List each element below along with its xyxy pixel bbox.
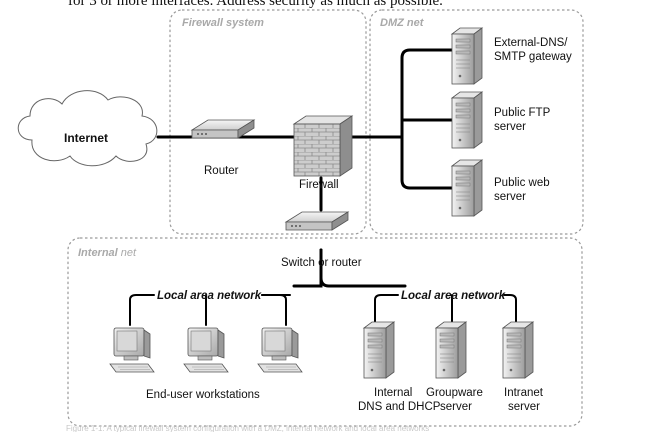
firewall-zone: Firewall system — [169, 9, 367, 235]
public-ftp-server: Public FTP server — [451, 91, 551, 149]
switch-router: Switch or router — [281, 211, 362, 269]
lan-right-bus-left — [374, 294, 399, 323]
caption-bottom: Figure 1-1: A typical firewall system co… — [66, 424, 429, 432]
groupware-label-line1: Groupware — [426, 387, 483, 399]
firewall-zone-title: Firewall system — [182, 17, 264, 29]
dmz-trunk-down — [400, 135, 454, 190]
workstation-1 — [109, 327, 155, 373]
internal-dns-label-line1: Internal — [374, 387, 412, 399]
switch-label: Switch or router — [281, 257, 362, 269]
lan-right-label: Local area network — [401, 290, 506, 302]
lan-cables — [129, 294, 517, 326]
lan-right-bus-right — [503, 294, 517, 323]
dmz-trunk-up — [400, 48, 454, 139]
workstations-label: End-user workstations — [146, 389, 260, 401]
external-dns-label-line2: SMTP gateway — [494, 51, 572, 63]
router: Router — [191, 119, 255, 177]
public-ftp-label-line1: Public FTP — [494, 107, 551, 119]
intranet-server: Intranet server — [502, 321, 544, 413]
groupware-label-line2: server — [440, 401, 472, 413]
public-web-server: Public web server — [451, 159, 550, 217]
internal-dns-dhcp-server: Internal DNS and DHCP — [358, 321, 441, 413]
workstation-2 — [183, 327, 229, 373]
lan-left-bus-left — [129, 294, 155, 326]
internal-zone: Internal net — [67, 237, 583, 427]
firewall-label: Firewall — [299, 179, 339, 191]
firewall: Firewall — [292, 115, 354, 191]
internet-label: Internet — [64, 131, 108, 145]
lan-left-bus-right — [261, 294, 287, 326]
external-dns-label-line1: External-DNS/ — [494, 37, 568, 49]
internet-cloud: Internet — [17, 90, 158, 167]
internal-dns-label-line2: DNS and DHCP — [358, 401, 441, 413]
groupware-server: Groupware server — [426, 321, 483, 413]
external-dns-smtp-server: External-DNS/ SMTP gateway — [451, 27, 572, 85]
dmz-zone: DMZ net — [369, 9, 584, 235]
switch-right-lan-drop — [319, 248, 407, 288]
internal-zone-title: Internal net — [78, 247, 137, 259]
intranet-label-line1: Intranet — [504, 387, 544, 399]
workstation-3 — [257, 327, 303, 373]
lan-left-label: Local area network — [157, 290, 262, 302]
dmz-zone-title: DMZ net — [380, 17, 425, 29]
public-web-label-line2: server — [494, 191, 526, 203]
router-label: Router — [204, 165, 239, 177]
caption-top: for 3 or more interfaces. Address securi… — [68, 0, 443, 9]
public-web-label-line1: Public web — [494, 177, 550, 189]
intranet-label-line2: server — [508, 401, 540, 413]
public-ftp-label-line2: server — [494, 121, 526, 133]
